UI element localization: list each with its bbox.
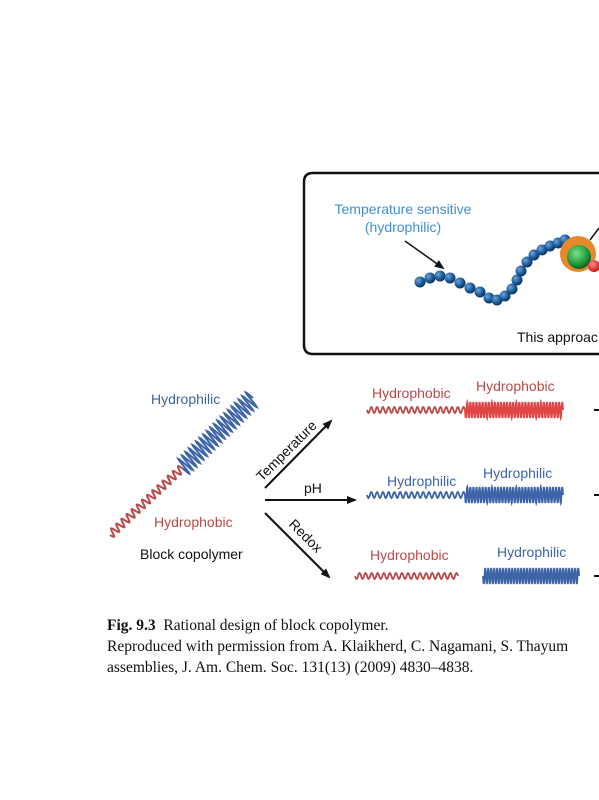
- redox-left-coil: [354, 571, 459, 581]
- inset-pointer-arrow: [404, 240, 445, 270]
- caption-line-3: assemblies, J. Am. Chem. Soc. 131(13) (2…: [107, 659, 474, 676]
- figure-caption: Fig. 9.3 Rational design of block copoly…: [107, 615, 599, 678]
- redox-left-label: Hydrophobic: [370, 547, 449, 563]
- redox-stimulus-label: Redox: [286, 516, 326, 556]
- ph-right-coil: [464, 483, 564, 507]
- this-approach-label: This approac: [517, 329, 598, 345]
- temperature-left-label: Hydrophobic: [372, 385, 451, 401]
- block-copolymer-label: Block copolymer: [140, 546, 243, 562]
- ph-stimulus-label: pH: [304, 480, 322, 496]
- ph-outcome: Hydrophilic Hydrophilic: [366, 465, 599, 507]
- polymer-bead: [511, 274, 523, 286]
- temperature-sensitive-label: Temperature sensitive: [335, 201, 472, 217]
- block-copolymer-figure: Temperature sensitive (hydrophilic) This…: [109, 171, 599, 585]
- polymer-bead: [506, 283, 518, 295]
- block-copolymer: Hydrophilic Hydrophobic Block copolymer: [109, 390, 259, 562]
- caption-line-1: Fig. 9.3 Rational design of block copoly…: [107, 615, 599, 636]
- hydrophobic-label: Hydrophobic: [154, 514, 233, 530]
- hydrophobic-block-coil: [109, 465, 183, 538]
- inset-panel: Temperature sensitive (hydrophilic) This…: [302, 171, 599, 356]
- temperature-outcome: Hydrophobic Hydrophobic: [366, 378, 599, 422]
- ph-left-label: Hydrophilic: [387, 473, 456, 489]
- figure-title: Rational design of block copolymer.: [163, 617, 389, 634]
- redox-right-label: Hydrophilic: [497, 544, 566, 560]
- polymer-bead: [424, 272, 436, 284]
- inset-frame: [302, 171, 599, 356]
- redox-right-coil: [482, 567, 580, 585]
- caption-line-2: Reproduced with permission from A. Klaik…: [107, 638, 569, 655]
- polymer-bead: [474, 286, 486, 298]
- inset-right-arrow: [589, 227, 599, 241]
- temperature-arrow: [264, 419, 333, 489]
- ph-left-coil: [366, 490, 466, 500]
- polymer-bead: [515, 265, 527, 277]
- ph-right-label: Hydrophilic: [483, 465, 552, 481]
- redox-outcome: Hydrophobic Hydrophilic: [354, 544, 599, 585]
- temperature-left-coil: [366, 405, 466, 415]
- temperature-right-label: Hydrophobic: [476, 378, 555, 394]
- hydrophilic-paren-label: (hydrophilic): [365, 219, 441, 235]
- polymer-bead: [521, 256, 533, 268]
- polymer-bead: [414, 276, 426, 288]
- figure-number: Fig. 9.3: [107, 617, 156, 634]
- hydrophilic-block-coil: [176, 390, 259, 476]
- polymer-bead: [464, 282, 476, 294]
- polymer-bead-chain: [414, 234, 571, 306]
- polymer-bead: [499, 290, 511, 302]
- redox-arrow: [264, 512, 331, 579]
- red-bead: [588, 260, 599, 272]
- polymer-bead: [434, 270, 446, 282]
- polymer-bead: [444, 272, 456, 284]
- temperature-stimulus-label: Temperature: [253, 417, 320, 484]
- polymer-bead: [454, 277, 466, 289]
- polymer-bead: [528, 249, 540, 261]
- temperature-right-coil: [464, 398, 564, 422]
- green-core: [567, 245, 591, 269]
- stimulus-arrows: Temperature pH Redox: [253, 417, 357, 579]
- hydrophilic-label: Hydrophilic: [151, 391, 220, 407]
